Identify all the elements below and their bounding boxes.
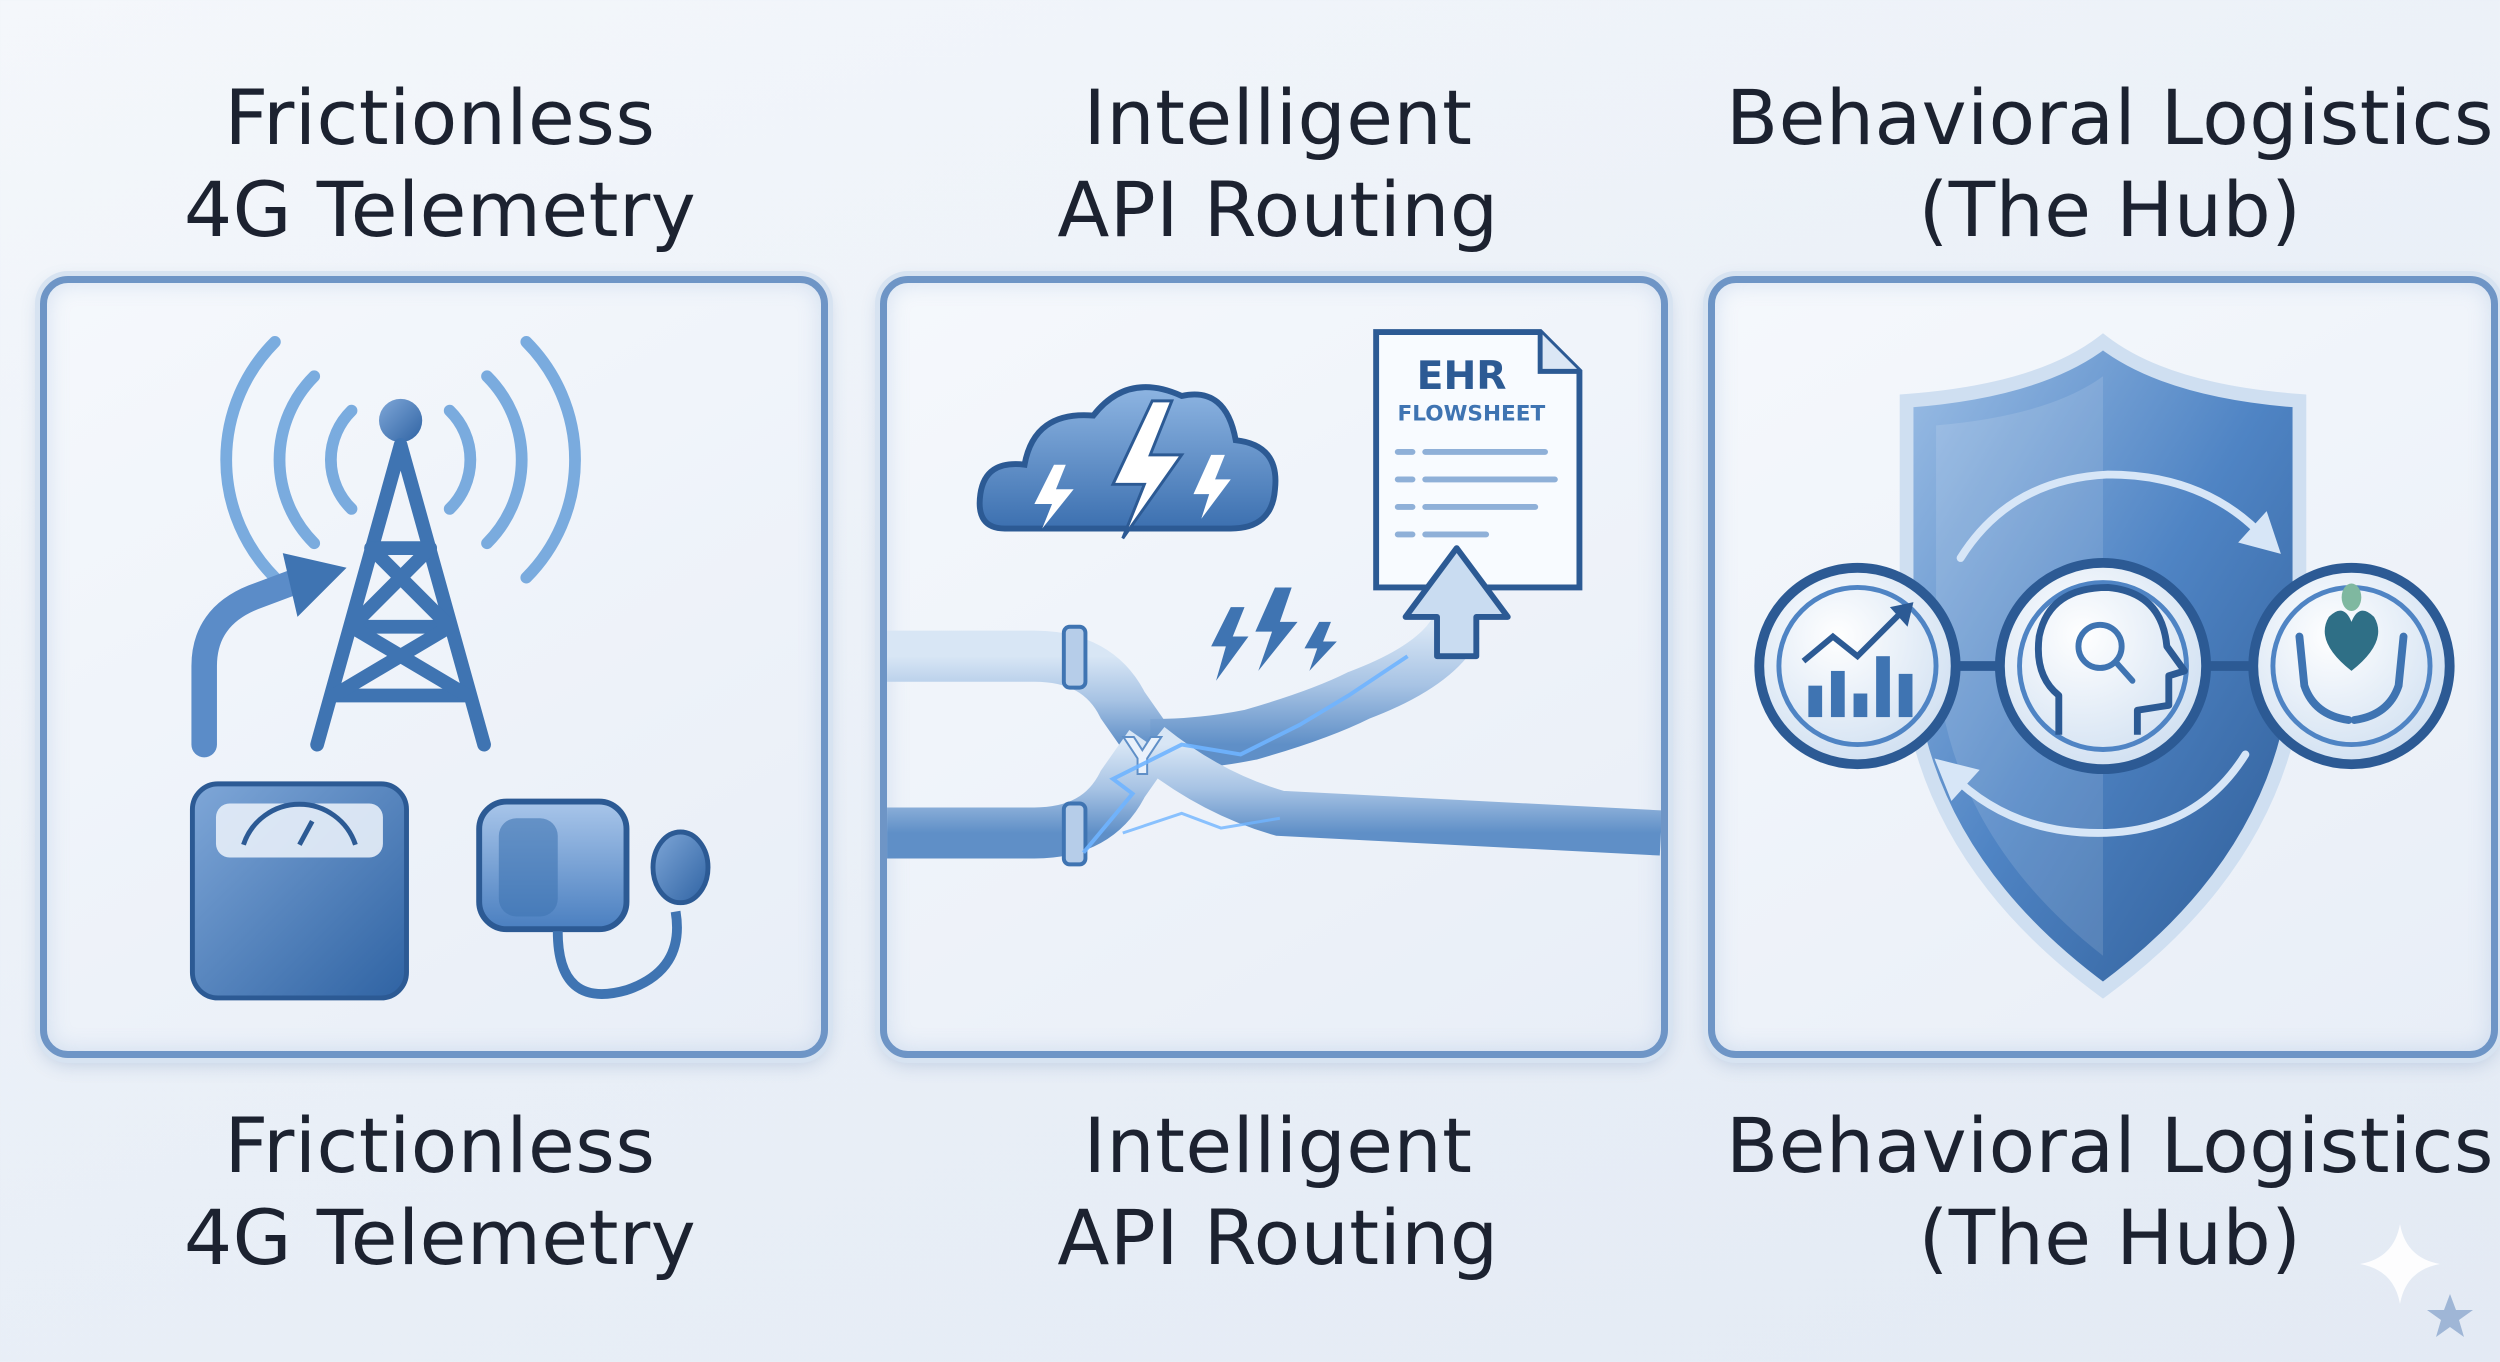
lightning-icon [1211,587,1337,681]
panel-behavioral-hub [1708,276,2498,1058]
panel-2-caption-line1: Intelligent [1083,1101,1473,1190]
heart-hands-icon [2248,562,2455,770]
blood-pressure-cuff-icon [476,798,711,999]
panel-3-title: Behavioral Logistics (The Hub) [1670,72,2500,256]
panel-1-caption: Frictionless 4G Telemetry [0,1100,880,1284]
panel-2-caption: Intelligent API Routing [838,1100,1718,1284]
panel-api-routing: EHR FLOWSHEET Y [880,276,1668,1058]
arrow-up-icon [1402,545,1511,660]
pipe-junction-icon: Y [887,614,1661,867]
cell-tower-icon [310,398,491,752]
weight-scale-icon [189,781,409,1001]
panel-3-caption-line2: (The Hub) [1918,1193,2302,1282]
head-gear-icon [1994,557,2212,775]
panel-3-caption: Behavioral Logistics (The Hub) [1670,1100,2500,1284]
ehr-document-icon: EHR FLOWSHEET [1373,329,1583,591]
panel-3-title-line1: Behavioral Logistics [1725,73,2495,162]
panel-1-title-line2: 4G Telemetry [183,165,697,254]
panel-3-caption-line1: Behavioral Logistics [1725,1101,2495,1190]
arrow-up-icon [191,553,347,758]
chart-icon [1754,562,1961,770]
panel-2-title-line1: Intelligent [1083,73,1473,162]
ehr-document-subtitle: FLOWSHEET [1398,401,1546,426]
panel-1-caption-line1: Frictionless [224,1101,656,1190]
cycle-arrows-icon [1934,470,2281,837]
panel-1-title: Frictionless 4G Telemetry [0,72,880,256]
telemetry-illustration [189,336,711,1001]
panel-2-caption-line2: API Routing [1057,1193,1499,1282]
ehr-document-title: EHR [1417,354,1507,399]
panel-2-title-line2: API Routing [1057,165,1499,254]
api-routing-illustration: EHR FLOWSHEET Y [887,329,1661,867]
sparkle-icon [2360,1224,2473,1337]
signal-waves-icon [220,336,581,584]
behavioral-hub-illustration [1754,333,2455,999]
panel-3-title-line2: (The Hub) [1918,165,2302,254]
panel-1-title-line1: Frictionless [224,73,656,162]
storm-cloud-icon [976,384,1279,540]
panel-2-title: Intelligent API Routing [838,72,1718,256]
panel-1-caption-line2: 4G Telemetry [183,1193,697,1282]
panel-telemetry [40,276,828,1058]
